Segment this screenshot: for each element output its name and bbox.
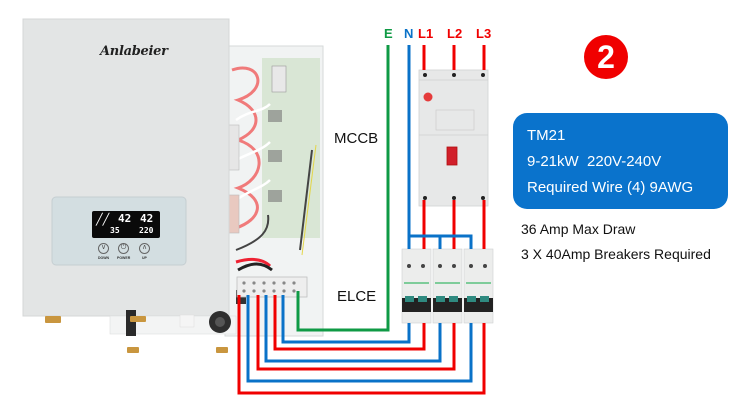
mccb-label: MCCB <box>334 130 379 147</box>
out-wire-l2 <box>256 295 456 371</box>
up-button-label: UP <box>142 256 147 260</box>
breakers-note: 3 X 40Amp Breakers Required <box>521 246 711 262</box>
power-button[interactable]: ⏻ <box>118 243 129 254</box>
mccb-label-plate <box>435 109 475 131</box>
breaker-module-3 <box>463 248 494 324</box>
mccb-toggle[interactable] <box>446 146 458 166</box>
supply-wire-earth <box>296 45 390 332</box>
power-button-label: POWER <box>117 256 131 260</box>
out-wire-l1 <box>273 295 426 351</box>
lcd-flow-temp: 42 <box>118 212 132 225</box>
terminal-label-l3: L3 <box>476 26 492 41</box>
power-icon: ⏻ <box>120 244 127 251</box>
wire-requirement: Required Wire (4) 9AWG <box>527 179 694 196</box>
breaker-module-2 <box>432 248 463 324</box>
internal-wires-white <box>235 103 271 202</box>
shower-icon: ╱╱ <box>96 213 110 226</box>
internal-wire-yellow <box>301 144 317 256</box>
terminal-label-l2: L2 <box>447 26 463 41</box>
up-button[interactable]: ∧ <box>139 243 150 254</box>
fitting-water-pump <box>216 347 228 353</box>
breaker-module-1 <box>401 248 432 324</box>
board-chip <box>268 190 282 202</box>
heater-front-panel <box>23 19 229 316</box>
mccb-breaker <box>418 69 489 207</box>
out-wire-n2 <box>264 295 442 363</box>
wiring-lines <box>237 45 486 395</box>
terminal-label-e: E <box>384 26 393 41</box>
elcb-breakers <box>401 248 494 324</box>
power-voltage-spec: 9-21kW 220V-240V <box>527 153 662 170</box>
fitting-water-out <box>127 347 139 353</box>
out-wire-n1 <box>281 295 411 344</box>
elce-label: ELCE <box>337 288 377 305</box>
step-badge: 2 <box>584 35 628 79</box>
spec-box: TM21 9-21kW 220V-240V Required Wire (4) … <box>513 113 728 209</box>
out-wire-n3 <box>246 295 473 383</box>
cable-gland <box>179 314 195 328</box>
heater-unit <box>22 18 237 353</box>
lcd-inlet-temp: 35 <box>110 226 120 235</box>
max-draw-note: 36 Amp Max Draw <box>521 221 636 237</box>
board-relay <box>271 65 287 93</box>
board-chip <box>268 110 282 122</box>
internal-wires-bundle <box>235 257 272 268</box>
model-name: TM21 <box>527 127 566 144</box>
lcd-voltage: 220 <box>139 226 154 235</box>
board-chip <box>268 150 282 162</box>
mccb-screws <box>423 73 485 200</box>
internal-wires-black <box>235 149 313 251</box>
terminal-label-n: N <box>404 26 414 41</box>
lcd-set-temp: 42 <box>140 212 154 225</box>
down-button-label: DOWN <box>98 256 110 260</box>
chevron-up-icon: ∧ <box>141 244 148 251</box>
flow-sensor <box>126 310 136 336</box>
chevron-down-icon: ∨ <box>100 244 107 251</box>
terminal-screws <box>242 281 296 293</box>
heater-chassis <box>224 45 324 337</box>
circuit-board <box>262 58 320 238</box>
down-button[interactable]: ∨ <box>98 243 109 254</box>
mccb-indicator-light <box>423 92 433 102</box>
fitting-water-in <box>45 316 61 323</box>
out-wire-l3 <box>237 295 486 395</box>
neutral-bus <box>409 234 473 249</box>
brass-fittings <box>45 316 228 353</box>
fitting-water-mid <box>130 316 146 322</box>
terminal-label-l1: L1 <box>418 26 434 41</box>
lcd-display: ╱╱ 42 42 35 220 <box>92 211 160 238</box>
brand-logo: Anlabeier <box>100 44 168 59</box>
